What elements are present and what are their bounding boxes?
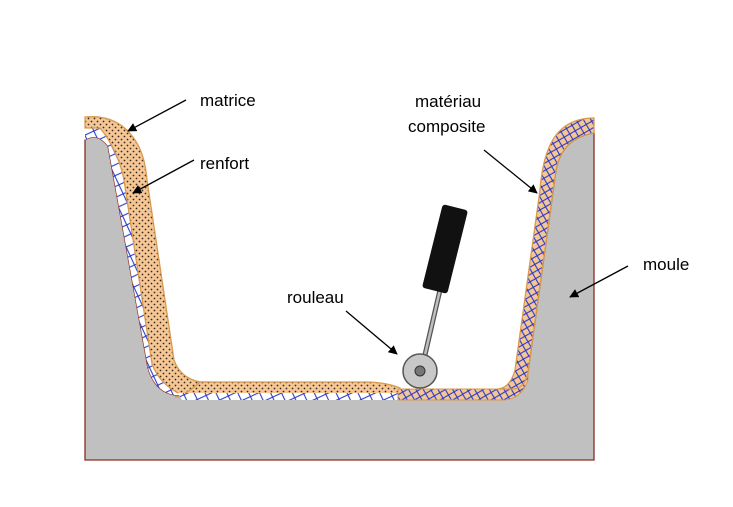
arrow-matrice [127, 99, 187, 132]
label-rouleau: rouleau [287, 288, 344, 307]
bottom-reinforcement-layer [178, 393, 400, 400]
arrow-renfort [132, 159, 195, 194]
roller-axle [414, 365, 426, 377]
roller-handle [422, 204, 468, 294]
right-composite-layer [497, 117, 595, 390]
label-matrice: matrice [200, 91, 256, 110]
label-materiau-line2: composite [408, 117, 485, 136]
arrow-materiau [483, 149, 538, 194]
label-materiau-line1: matériau [415, 92, 481, 111]
arrow-rouleau [345, 310, 398, 355]
label-moule: moule [643, 255, 689, 274]
roller-tool [402, 204, 468, 389]
label-renfort: renfort [200, 154, 249, 173]
left-reinforcement-layer [85, 128, 182, 395]
left-matrix-layer [84, 116, 211, 396]
arrow-moule [569, 265, 629, 298]
